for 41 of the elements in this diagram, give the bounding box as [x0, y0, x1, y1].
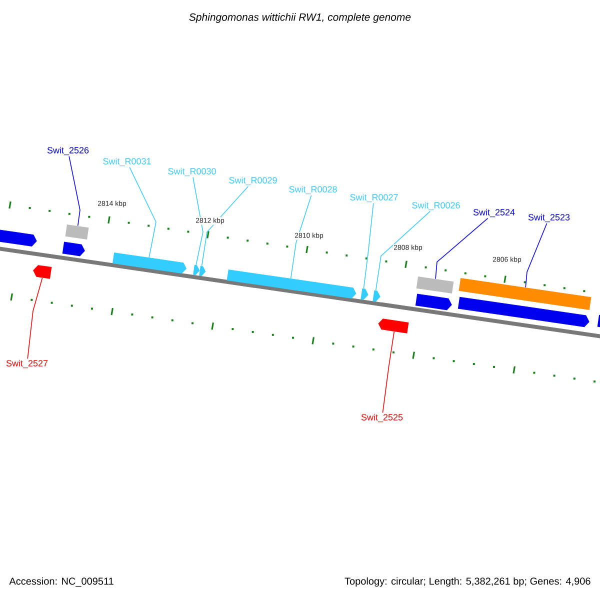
- gene-label: Swit_R0030: [168, 168, 216, 176]
- leader-line: [435, 218, 488, 280]
- gene-feature: [372, 290, 380, 302]
- leader-line: [525, 222, 548, 288]
- leader-line: [375, 210, 431, 291]
- gene-label: Swit_2524: [473, 208, 515, 218]
- leader-line: [382, 331, 395, 414]
- gene-feature: [378, 318, 409, 334]
- gene-label: Swit_2525: [361, 414, 403, 422]
- title: Sphingomonas wittichii RW1, complete genome: [189, 13, 411, 23]
- gene-feature: [226, 269, 356, 299]
- gene-feature: [360, 288, 368, 300]
- gene-label: Swit_R0026: [412, 202, 460, 210]
- gene-feature: [112, 252, 187, 274]
- gene-label: Swit_R0027: [350, 194, 398, 202]
- leader-line: [192, 176, 204, 266]
- gene-label: Swit_R0031: [103, 158, 151, 166]
- gene-label: Swit_2526: [47, 146, 89, 156]
- gene-feature: [193, 264, 200, 276]
- gene-feature: [65, 224, 89, 240]
- gene-feature: [0, 229, 37, 247]
- gene-feature: [458, 296, 590, 328]
- leader-line: [129, 166, 156, 258]
- gene-label: Swit_R0028: [289, 186, 337, 194]
- gene-feature: [415, 294, 452, 310]
- genome-stats-text: Topology: circular; Length: 5,382,261 bp; Genes: 4,906: [344, 577, 590, 587]
- gene-feature: [62, 242, 85, 256]
- gene-feature: [33, 265, 52, 279]
- leader-line: [27, 278, 43, 360]
- gene-feature: [597, 314, 600, 330]
- gene-label: Swit_2527: [6, 360, 48, 368]
- leader-line: [290, 194, 312, 279]
- leader-line: [363, 202, 374, 289]
- gene-feature: [416, 276, 454, 294]
- leader-line: [68, 156, 80, 226]
- gene-label: Swit_R0029: [229, 176, 277, 186]
- gene-feature: [199, 266, 206, 276]
- leader-line: [201, 186, 249, 266]
- gene-feature: [458, 278, 592, 310]
- gene-label: Swit_2523: [528, 214, 570, 222]
- accession-text: Accession: NC_009511: [9, 577, 114, 587]
